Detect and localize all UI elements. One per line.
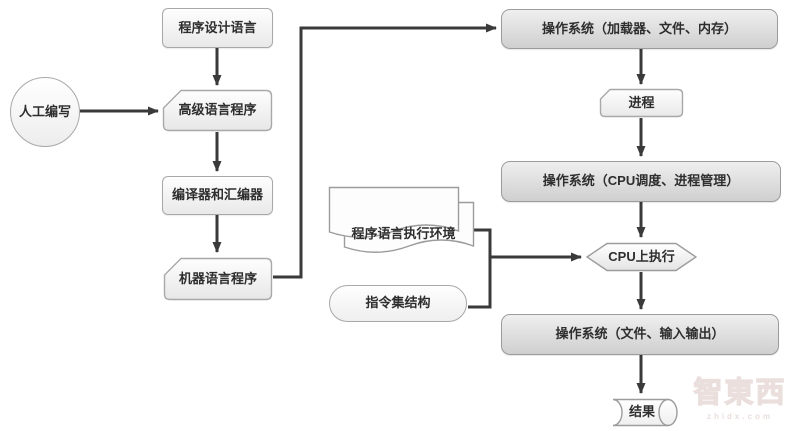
node-machine-program-label: 机器语言程序 [178, 270, 257, 286]
node-manual-write-label: 人工编写 [18, 103, 71, 119]
node-os-loader-label: 操作系统（加载器、文件、内存） [541, 20, 737, 36]
node-compiler-assembler-label: 编译器和汇编器 [171, 187, 263, 203]
hexagon-shape [586, 242, 697, 272]
node-high-level-program-label: 高级语言程序 [178, 102, 257, 118]
node-manual-write: 人工编写 [10, 77, 80, 147]
connector-env-isa-bus [468, 228, 492, 309]
card-shape [163, 257, 273, 301]
stored-data-shape [612, 398, 678, 427]
node-os-scheduler-label: 操作系统（CPU调度、进程管理） [542, 173, 740, 189]
node-os-loader: 操作系统（加载器、文件、内存） [501, 9, 778, 49]
node-cpu-execute: CPU上执行 [586, 242, 697, 272]
node-process-label: 进程 [628, 94, 655, 110]
connector-machine-to-osloader [273, 23, 497, 279]
card-shape [599, 88, 684, 118]
watermark-logo-text: 智東西 [693, 376, 787, 409]
card-shape [162, 89, 273, 132]
node-result: 结果 [604, 398, 680, 427]
node-result-label: 结果 [628, 404, 655, 420]
node-machine-program: 机器语言程序 [163, 257, 273, 301]
watermark-url-text: zhidx.com [706, 412, 774, 421]
multi-document-shape [328, 186, 475, 253]
node-instruction-set: 指令集结构 [329, 285, 467, 322]
node-os-io-label: 操作系统（文件、输入输出） [555, 326, 725, 342]
node-programming-language-label: 程序设计语言 [178, 19, 257, 35]
node-high-level-program: 高级语言程序 [162, 89, 273, 132]
node-process: 进程 [599, 88, 684, 118]
node-os-io: 操作系统（文件、输入输出） [501, 314, 779, 355]
node-exec-environment: 程序语言执行环境 [328, 186, 475, 263]
node-programming-language: 程序设计语言 [162, 8, 273, 48]
node-cpu-execute-label: CPU上执行 [608, 248, 675, 264]
node-exec-environment-label: 程序语言执行环境 [351, 226, 456, 242]
node-instruction-set-label: 指令集结构 [365, 295, 431, 311]
node-compiler-assembler: 编译器和汇编器 [162, 176, 273, 215]
watermark-zhidongxi: 智東西 zhidx.com [682, 369, 798, 421]
node-os-scheduler: 操作系统（CPU调度、进程管理） [501, 161, 781, 202]
